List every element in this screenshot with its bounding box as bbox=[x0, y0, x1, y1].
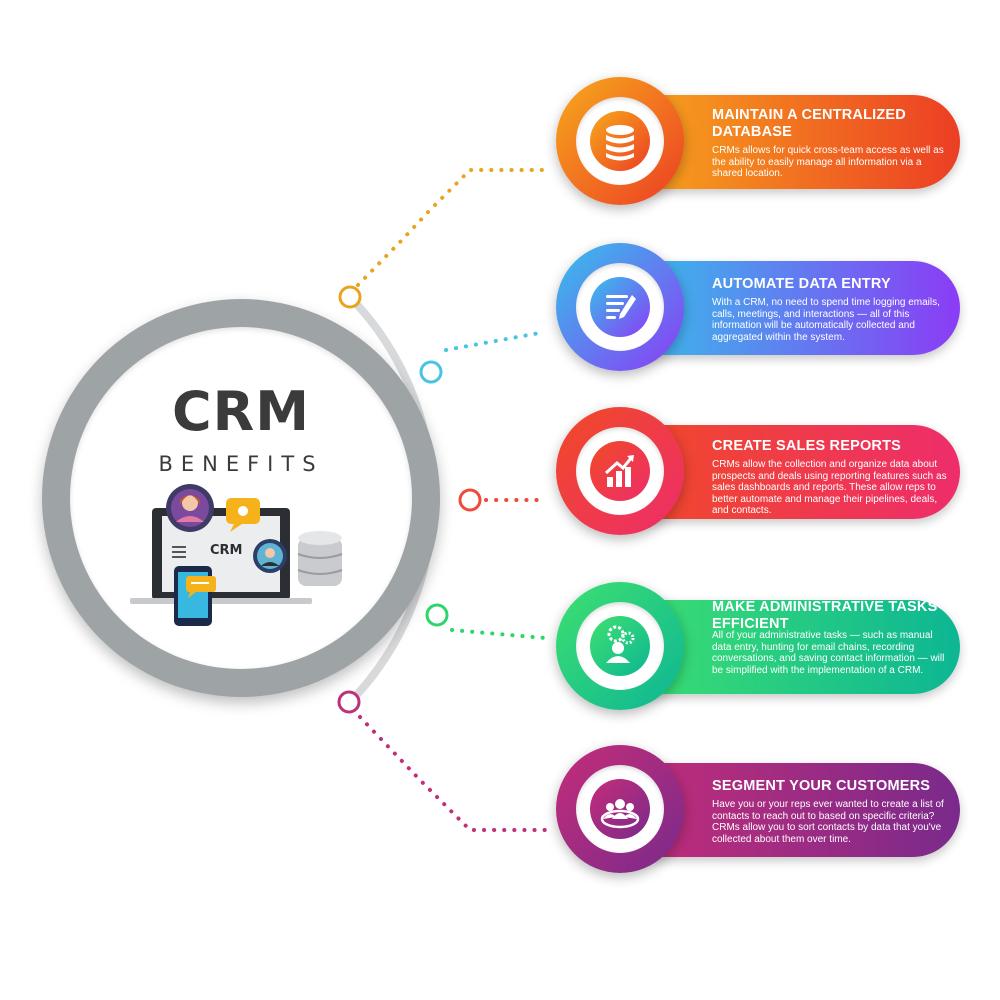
card-description: CRMs allows for quick cross-team access … bbox=[712, 145, 944, 180]
dotted-connector bbox=[356, 168, 547, 287]
database-icon bbox=[590, 111, 650, 171]
dotted-connector bbox=[444, 330, 547, 352]
smartphone-icon bbox=[174, 566, 216, 626]
connector-node bbox=[458, 488, 482, 512]
customer-group-icon bbox=[590, 779, 650, 839]
card-icon-disc bbox=[556, 745, 684, 873]
card-icon-disc bbox=[556, 582, 684, 710]
connector-node bbox=[338, 285, 362, 309]
benefit-card-sales-reports: CREATE SALES REPORTS CRMs allow the coll… bbox=[556, 407, 960, 535]
card-description: CRMs allow the collection and organize d… bbox=[712, 459, 947, 517]
dotted-connector bbox=[358, 715, 547, 832]
male-avatar-icon bbox=[253, 539, 287, 573]
card-description: With a CRM, no need to spend time loggin… bbox=[712, 297, 940, 343]
connector-node bbox=[425, 603, 449, 627]
screen-label: CRM bbox=[210, 543, 243, 558]
female-avatar-icon bbox=[166, 484, 214, 532]
sales-chart-icon bbox=[590, 441, 650, 501]
chat-bubble-icon bbox=[226, 498, 260, 532]
card-title: MAINTAIN A CENTRALIZED DATABASE bbox=[712, 107, 906, 140]
benefit-card-administrative-tasks: MAKE ADMINISTRATIVE TASKS EFFICIENT All … bbox=[556, 582, 960, 710]
card-icon-disc bbox=[556, 77, 684, 205]
connector-node bbox=[419, 360, 443, 384]
crm-computer-illustration: CRM bbox=[130, 484, 343, 626]
card-title: CREATE SALES REPORTS bbox=[712, 438, 902, 454]
card-icon-disc bbox=[556, 243, 684, 371]
card-description: Have you or your reps ever wanted to cre… bbox=[712, 799, 944, 845]
data-entry-icon bbox=[590, 277, 650, 337]
card-title: SEGMENT YOUR CUSTOMERS bbox=[712, 778, 931, 794]
admin-gears-icon bbox=[590, 616, 650, 676]
dotted-connector bbox=[450, 628, 547, 640]
card-description: All of your administrative tasks — such … bbox=[712, 630, 945, 676]
benefit-card-segment-customers: SEGMENT YOUR CUSTOMERS Have you or your … bbox=[556, 745, 960, 873]
server-stack-icon bbox=[297, 531, 343, 586]
card-icon-disc bbox=[556, 407, 684, 535]
benefit-card-automate-data-entry: AUTOMATE DATA ENTRY With a CRM, no need … bbox=[556, 243, 960, 371]
connector-node bbox=[337, 690, 361, 714]
card-title: MAKE ADMINISTRATIVE TASKS EFFICIENT bbox=[712, 599, 938, 632]
hub-title: CRM bbox=[172, 380, 310, 443]
benefit-card-centralized-database: MAINTAIN A CENTRALIZED DATABASE CRMs all… bbox=[556, 77, 960, 205]
card-title: AUTOMATE DATA ENTRY bbox=[712, 276, 891, 292]
hub-subtitle: BENEFITS bbox=[158, 452, 324, 476]
